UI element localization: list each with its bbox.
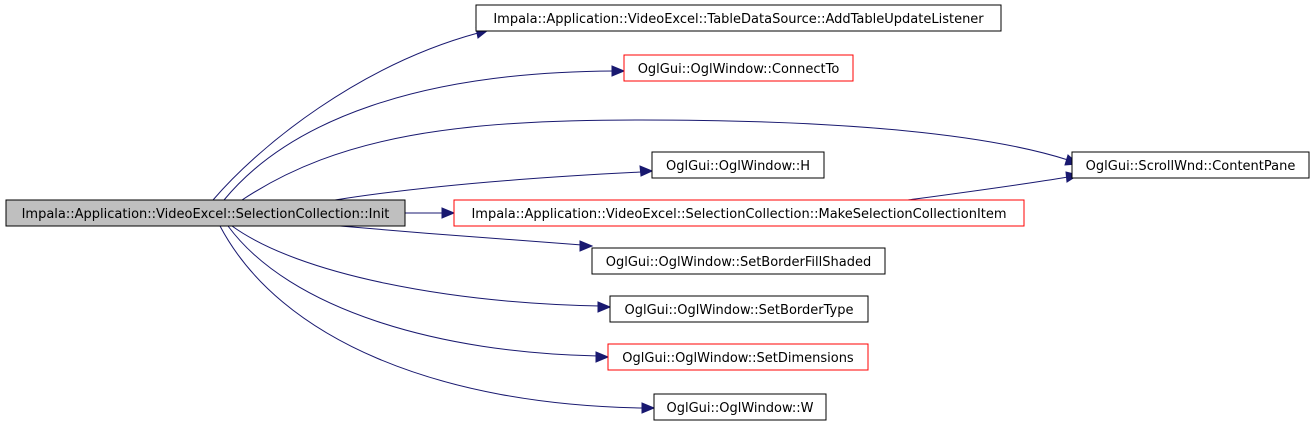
- edge-arrow-set-dimensions: [595, 351, 610, 363]
- edge-make-item-to-content-pane: [907, 176, 1069, 201]
- edge-arrow-set-border-fill: [579, 240, 594, 252]
- node-set-border-fill-shaded-label: OglGui::OglWindow::SetBorderFillShaded: [606, 255, 871, 270]
- edge-init-to-connect-to: [223, 70, 615, 201]
- edge-init-to-content-pane: [241, 119, 1069, 201]
- edge-arrow-make-item: [441, 207, 456, 219]
- node-w[interactable]: OglGui::OglWindow::W: [653, 393, 827, 421]
- node-connect-to-label: OglGui::OglWindow::ConnectTo: [638, 62, 840, 77]
- node-set-dimensions-label: OglGui::OglWindow::SetDimensions: [622, 351, 854, 366]
- edge-init-to-set-border-fill: [339, 225, 583, 246]
- node-set-dimensions[interactable]: OglGui::OglWindow::SetDimensions: [607, 343, 869, 371]
- node-content-pane-label: OglGui::ScrollWnd::ContentPane: [1086, 159, 1296, 174]
- edge-init-to-set-dimensions: [227, 225, 599, 357]
- node-make-selection-collection-item[interactable]: Impala::Application::VideoExcel::Selecti…: [453, 199, 1025, 227]
- edge-init-to-h: [334, 171, 643, 201]
- node-add-table-update-listener-label: Impala::Application::VideoExcel::TableDa…: [493, 12, 984, 27]
- node-connect-to[interactable]: OglGui::OglWindow::ConnectTo: [623, 54, 854, 82]
- node-set-border-type-label: OglGui::OglWindow::SetBorderType: [625, 303, 854, 318]
- nodes: Impala::Application::VideoExcel::Selecti…: [5, 4, 1310, 421]
- edge-arrow-set-border-type: [597, 301, 612, 313]
- edge-init-to-set-border-type: [231, 225, 601, 307]
- edge-init-to-add-listener: [212, 32, 479, 201]
- node-add-table-update-listener[interactable]: Impala::Application::VideoExcel::TableDa…: [475, 4, 1002, 32]
- edge-init-to-w: [219, 225, 645, 409]
- node-set-border-type[interactable]: OglGui::OglWindow::SetBorderType: [609, 295, 869, 323]
- node-content-pane[interactable]: OglGui::ScrollWnd::ContentPane: [1071, 151, 1310, 179]
- edge-arrow-h: [639, 165, 654, 177]
- edge-arrow-connect-to: [611, 65, 626, 77]
- node-set-border-fill-shaded[interactable]: OglGui::OglWindow::SetBorderFillShaded: [591, 247, 886, 275]
- node-init-label: Impala::Application::VideoExcel::Selecti…: [22, 207, 390, 222]
- edge-arrow-w: [641, 402, 656, 414]
- node-make-selection-collection-item-label: Impala::Application::VideoExcel::Selecti…: [471, 207, 1006, 222]
- node-h[interactable]: OglGui::OglWindow::H: [651, 151, 825, 179]
- node-w-label: OglGui::OglWindow::W: [666, 401, 813, 416]
- node-init[interactable]: Impala::Application::VideoExcel::Selecti…: [5, 199, 406, 227]
- node-h-label: OglGui::OglWindow::H: [666, 159, 810, 174]
